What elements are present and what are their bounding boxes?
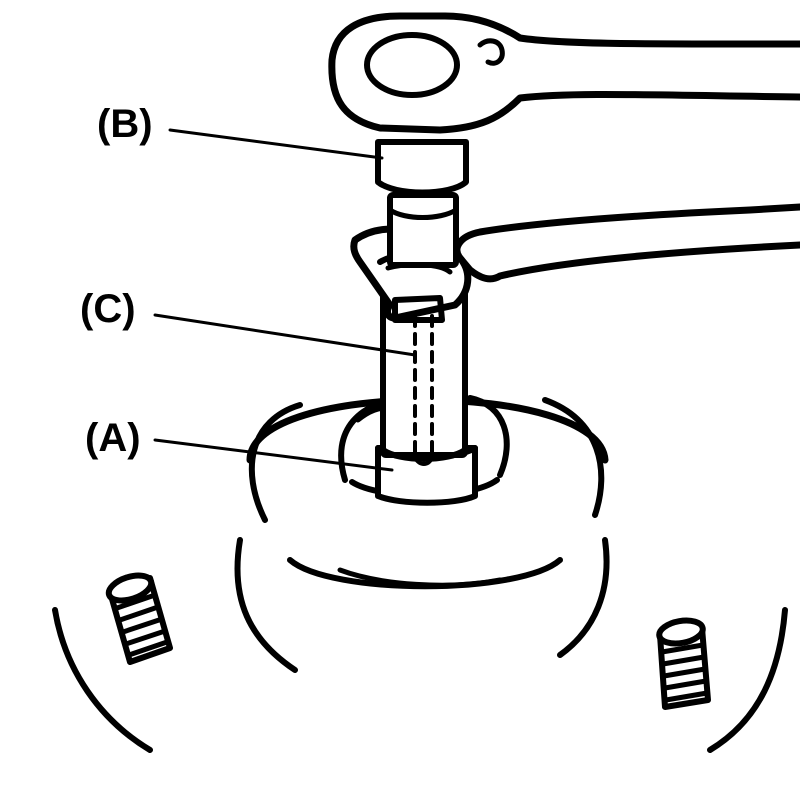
leader-lines <box>153 128 417 472</box>
callout-label-c: (C) <box>80 287 136 331</box>
leader-line-c <box>153 313 417 357</box>
stud-bolt-left <box>105 572 173 665</box>
stud-bolt-right <box>656 617 711 710</box>
socket-b <box>375 139 469 268</box>
leader-line-a <box>153 438 394 472</box>
callout-label-a: (A) <box>85 416 141 460</box>
ratchet-handle <box>328 12 800 134</box>
leader-line-b <box>168 128 384 160</box>
callout-label-b: (B) <box>97 102 153 146</box>
outer-rim <box>52 607 788 753</box>
